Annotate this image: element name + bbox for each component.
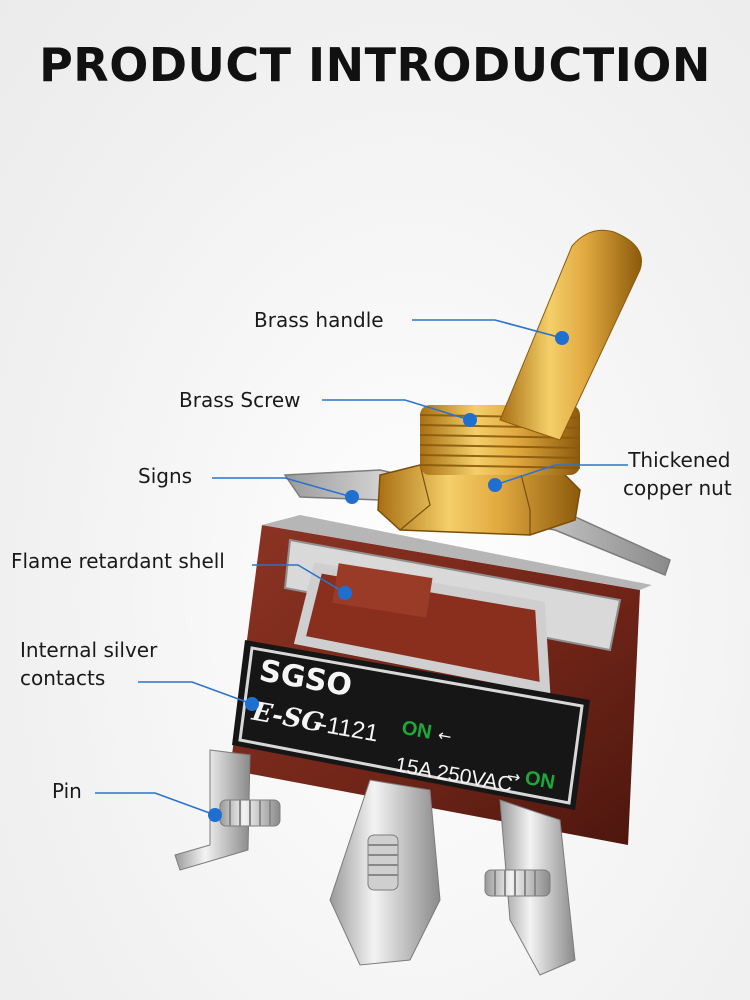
callout-line-pin <box>95 792 216 816</box>
brass-handle <box>499 229 642 441</box>
callout-line-contacts <box>138 681 253 705</box>
pin-center <box>329 779 441 966</box>
callout-line-brass-handle <box>412 319 563 339</box>
callout-dot-shell <box>338 586 352 600</box>
on-right-text: ON <box>523 767 556 794</box>
callout-line-signs <box>212 477 353 498</box>
terminal-pins <box>174 749 576 976</box>
callout-brass-screw: Brass Screw <box>179 388 301 412</box>
arrow-left-icon: ← <box>437 725 454 746</box>
callout-nut-line2: copper nut <box>623 476 732 500</box>
callout-lines <box>95 319 628 816</box>
callout-dot-pin <box>208 808 222 822</box>
thickened-copper-nut <box>377 464 581 536</box>
callout-line-shell <box>252 564 346 594</box>
callout-dot-signs <box>345 490 359 504</box>
callout-contacts-line2: contacts <box>20 666 106 690</box>
product-label-plate: SGSO E-SG -1121 ON ← → ON 15A 250VAC <box>232 640 590 810</box>
callout-line-brass-screw <box>322 399 471 421</box>
callout-line-nut <box>494 464 628 486</box>
callout-thickened-copper-nut: Thickened copper nut <box>623 446 732 502</box>
callout-nut-line1: Thickened <box>628 448 731 472</box>
callout-dot-brass-handle <box>555 331 569 345</box>
arrow-right-icon: → <box>506 766 523 787</box>
callout-dot-brass-screw <box>463 413 477 427</box>
callout-flame-retardant-shell: Flame retardant shell <box>11 549 225 573</box>
pin-right <box>484 799 576 976</box>
callout-dot-nut <box>488 478 502 492</box>
page-title: PRODUCT INTRODUCTION <box>39 38 711 92</box>
callout-brass-handle: Brass handle <box>254 308 384 332</box>
callout-internal-silver-contacts: Internal silver contacts <box>20 636 157 692</box>
callout-signs: Signs <box>138 464 193 488</box>
on-left-text: ON <box>400 717 433 744</box>
callout-contacts-line1: Internal silver <box>20 638 158 662</box>
callout-pin: Pin <box>52 779 82 803</box>
callout-dot-contacts <box>245 697 259 711</box>
callout-dots <box>208 331 569 822</box>
